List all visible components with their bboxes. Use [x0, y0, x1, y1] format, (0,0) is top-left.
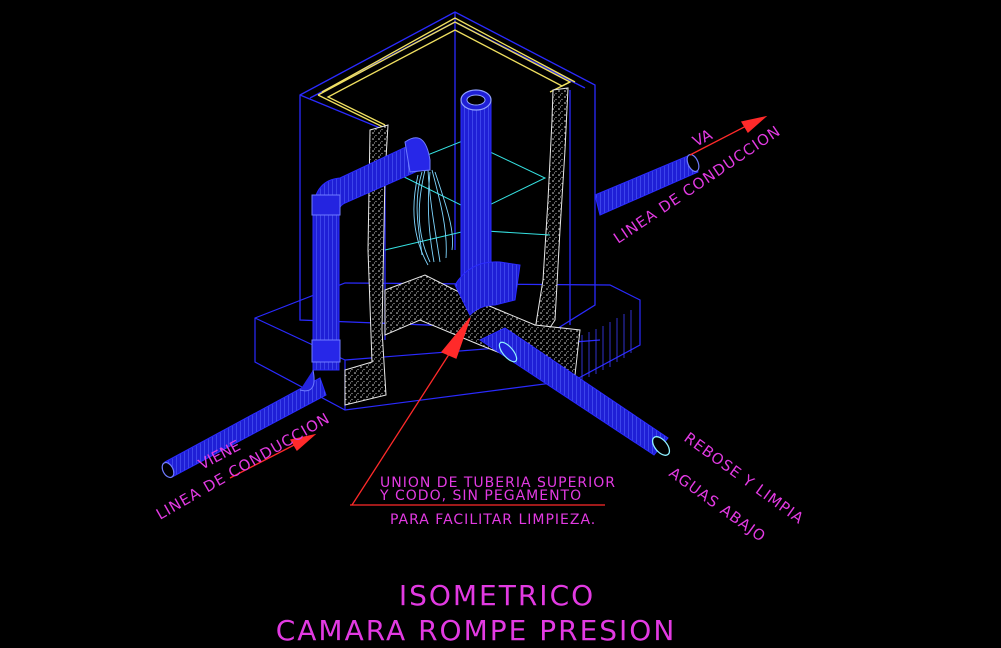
chamber-rim	[317, 17, 576, 132]
inlet-riser	[299, 137, 431, 392]
overflow-pipe	[454, 89, 521, 316]
inlet-pipe	[161, 377, 327, 479]
label-linea-in: LINEA DE CONDUCCION	[153, 409, 333, 523]
label-va: VA	[690, 125, 716, 150]
label-union-1: UNION DE TUBERIA SUPERIOR	[380, 475, 616, 491]
label-union-3: PARA FACILITAR LIMPIEZA.	[390, 512, 596, 528]
title-line2: CAMARA ROMPE PRESION	[276, 614, 677, 647]
label-union-2: Y CODO, SIN PEGAMENTO	[379, 488, 582, 504]
outlet-pipe	[594, 153, 700, 216]
cleanout-pipe	[478, 327, 671, 456]
flow-arrows	[229, 115, 768, 506]
title-line1: ISOMETRICO	[399, 579, 595, 612]
water-jet	[413, 169, 453, 266]
